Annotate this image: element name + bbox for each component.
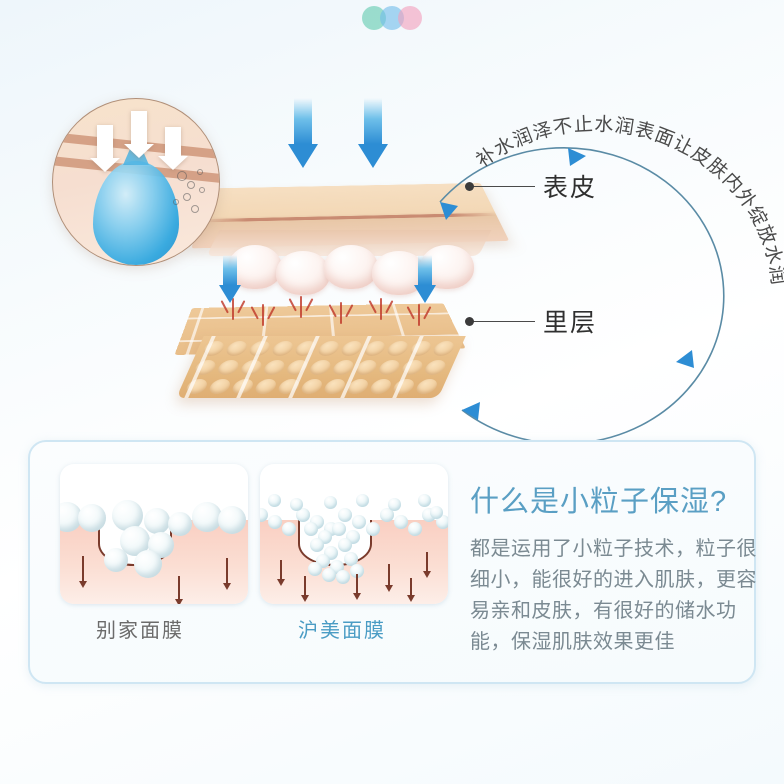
large-particle [168,512,192,536]
small-particle [322,568,336,582]
lobule [276,251,330,295]
small-particle [260,508,268,522]
capillary [262,304,264,326]
fat-cell [215,360,242,375]
penetration-arrow [301,576,309,602]
magnifier-inset [52,98,220,266]
micro-bubble [199,187,205,193]
epidermis-leader-line [465,182,535,191]
fat-cell [307,360,334,375]
large-particle [112,500,143,531]
fat-cell [261,360,288,375]
small-particle [324,496,337,509]
small-particle [338,508,352,522]
fat-cell [315,341,342,356]
subcutaneous-lobules [228,245,478,307]
small-particle [282,522,296,536]
caption-humei-brand: 沪美面膜 [298,620,386,642]
lobule [228,245,282,289]
fat-cell [367,379,394,394]
hydration-arc: 补水润泽不止水润表面让皮肤内外绽放水润 [439,113,784,445]
label-inner-layer: 里层 [543,309,598,337]
small-particle [366,522,380,536]
section-body-text: 都是运用了小粒子技术，粒子很细小，能很好的进入肌肤，更容易亲和皮肤，有很好的储水… [470,538,757,653]
large-particle [60,502,82,532]
fat-cell [252,379,279,394]
micro-bubble [191,205,199,213]
large-particle [192,502,222,532]
section-headline: 什么是小粒子保湿? [470,486,728,518]
brand-dots [362,6,432,30]
penetration-arrow [175,576,183,604]
white-arrow-icon [90,125,120,172]
small-particle [352,515,366,529]
capillary [340,302,342,324]
capillary [380,298,382,320]
large-particle [134,550,162,578]
capillary [418,304,420,326]
small-particle [418,494,431,507]
micro-bubble [183,193,191,201]
capillary [232,298,234,320]
penetration-arrow [407,578,415,602]
small-particle [268,515,282,529]
small-particle [308,562,322,576]
caption-other-brand: 别家面膜 [96,620,184,642]
fat-cell [206,379,233,394]
svg-text:补水润泽不止水润表面让皮肤内外绽放水润: 补水润泽不止水润表面让皮肤内外绽放水润 [472,113,784,286]
panel-other-brand [60,464,248,604]
penetration-arrow [423,552,431,578]
fat-cell [223,341,250,356]
large-particle [218,506,246,534]
comparison-card: 别家面膜 沪美面膜 什么是小粒子保湿? 都是运用了小粒子技术，粒子很细小，能很好… [28,440,757,684]
fat-cell [269,341,296,356]
small-particle [394,515,408,529]
large-particle [78,504,106,532]
micro-bubble [187,181,195,189]
water-droplet-icon [93,161,179,265]
fat-cell [376,360,403,375]
skin-cross-section-illustration: 表皮 里层 补水润泽不止水润表面让皮肤内外绽放水润 [0,60,784,445]
micro-bubble [177,171,187,181]
hydration-arrow-icon [358,98,388,168]
white-arrow-icon [158,127,188,170]
small-particle [296,508,310,522]
fat-cell [298,379,325,394]
small-particle [336,570,350,584]
capillary [300,296,302,318]
hydration-arrow-icon [410,255,440,303]
small-particle [332,522,346,536]
penetration-arrow [79,556,87,588]
label-epidermis: 表皮 [543,174,598,202]
small-particle [388,498,401,511]
small-particle [408,522,422,536]
hydration-arrow-icon [215,255,245,303]
small-particle [430,506,443,519]
dot-pink-icon [398,6,422,30]
small-particle [290,498,303,511]
penetration-arrow [223,558,231,590]
panel-humei-brand [260,464,448,604]
small-particle [350,564,364,578]
penetration-arrow [353,574,361,600]
large-particle [144,508,170,534]
small-particle [356,494,369,507]
inner-layer-leader-line [465,317,535,326]
lobule [324,245,378,289]
small-particle [310,538,324,552]
small-particle [380,508,394,522]
large-particle [104,548,128,572]
small-particle [344,552,358,566]
penetration-arrow [277,560,285,586]
small-particle [304,522,318,536]
micro-bubble [173,199,179,205]
small-particle [338,538,352,552]
penetration-arrow [385,564,393,592]
white-arrow-icon [124,111,154,158]
small-particle [268,494,281,507]
micro-bubble [197,169,203,175]
hydration-arrow-icon [288,98,318,168]
